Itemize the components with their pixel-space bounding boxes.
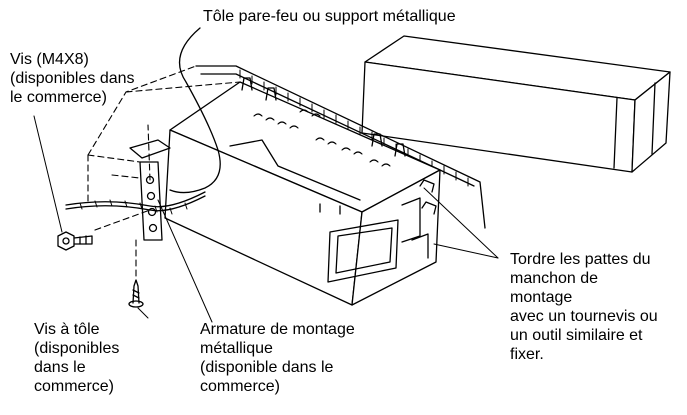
car-radio-unit	[361, 35, 671, 173]
mounting-sleeve	[164, 77, 441, 306]
m4x8-screw-label: Vis (M4X8) (disponibles dans le commerce…	[10, 51, 135, 106]
sheet-screw-label: Vis à tôle (disponibles dans le commerce…	[34, 321, 120, 395]
bend-tabs-label: Tordre les pattes du manchon de montage …	[510, 251, 658, 363]
m4x8-screw	[57, 231, 93, 251]
firewall-edge	[65, 27, 221, 215]
sheet-metal-screw	[128, 279, 144, 308]
dashed-guides	[87, 65, 241, 283]
leader-lines	[33, 115, 499, 323]
mounting-bracket-label: Armature de montage métallique (disponib…	[200, 321, 355, 395]
mounting-strap	[129, 139, 171, 241]
firewall-panel	[195, 65, 486, 229]
sleeve-tabs	[241, 77, 437, 215]
firewall-label: Tôle pare-feu ou support métallique	[203, 8, 456, 25]
